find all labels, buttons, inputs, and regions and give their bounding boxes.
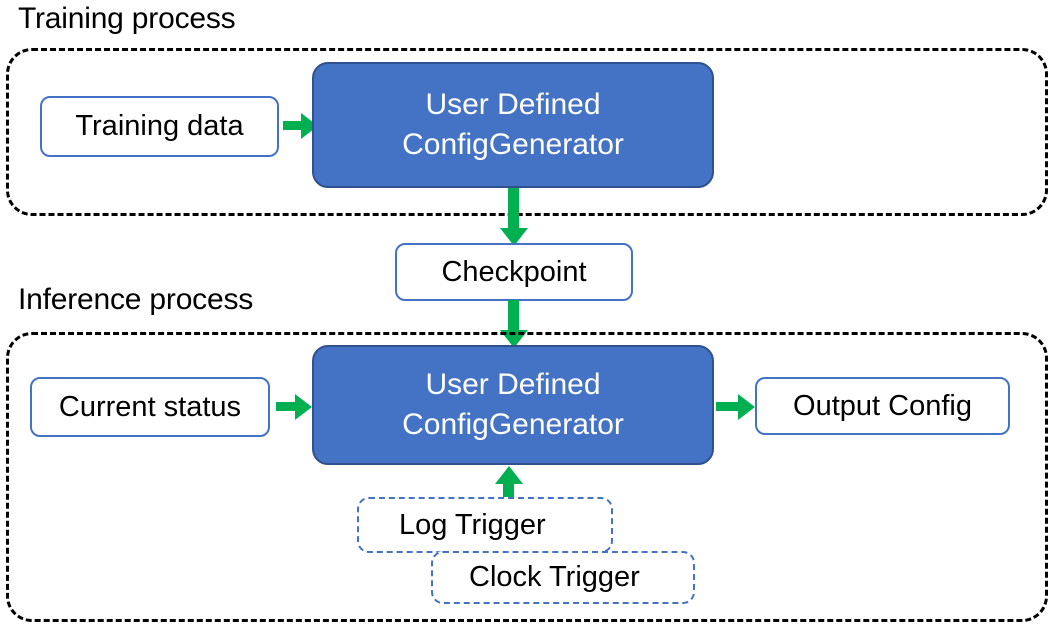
training-process-title: Training process [18, 2, 236, 35]
log-trigger-label: Log Trigger [399, 508, 546, 541]
arrow-log-trigger-to-generator [495, 466, 523, 508]
inference-process-title: Inference process [18, 283, 254, 316]
inference-config-generator-label-line2: ConfigGenerator [402, 408, 624, 441]
training-data-box[interactable]: Training data [40, 96, 279, 157]
clock-trigger-label: Clock Trigger [469, 561, 640, 593]
clock-trigger-box[interactable]: Clock Trigger [431, 551, 695, 604]
checkpoint-box[interactable]: Checkpoint [395, 243, 633, 301]
inference-config-generator-box[interactable]: User Defined ConfigGenerator [312, 345, 714, 465]
training-config-generator-box[interactable]: User Defined ConfigGenerator [312, 62, 714, 188]
arrow-current-status-to-generator [276, 394, 314, 420]
inference-process-container [6, 332, 1048, 622]
training-config-generator-label-line1: User Defined [425, 88, 601, 121]
log-trigger-box[interactable]: Log Trigger [357, 497, 613, 553]
checkpoint-label: Checkpoint [441, 255, 587, 288]
training-config-generator-label-line2: ConfigGenerator [402, 128, 624, 161]
training-process-container [6, 48, 1048, 216]
output-config-label: Output Config [793, 389, 972, 422]
arrow-generator-to-output-config [716, 394, 758, 420]
current-status-box[interactable]: Current status [30, 377, 270, 437]
arrow-generator-to-checkpoint [500, 188, 528, 246]
current-status-label: Current status [58, 390, 242, 423]
inference-config-generator-label-line1: User Defined [425, 368, 601, 401]
training-data-label: Training data [75, 110, 244, 142]
output-config-box[interactable]: Output Config [755, 377, 1010, 435]
